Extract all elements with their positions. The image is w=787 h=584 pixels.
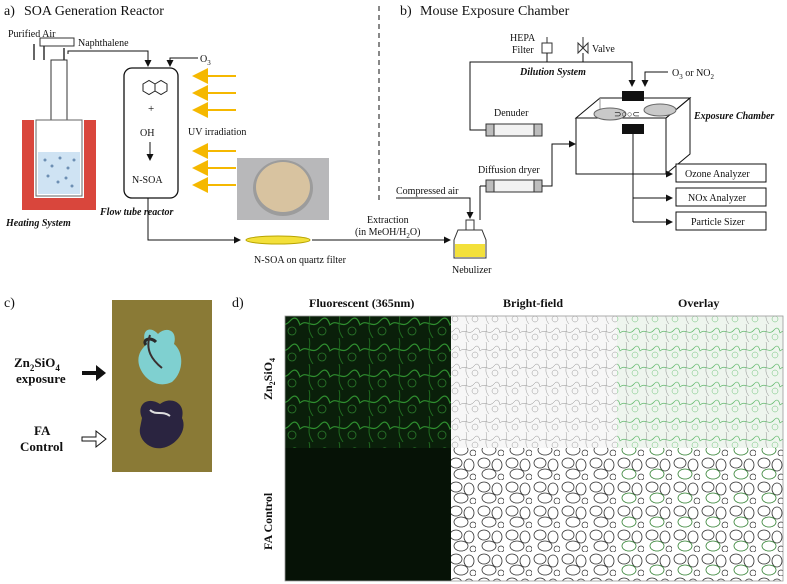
purified-air-label: Purified Air: [8, 29, 56, 40]
panel-a-title: SOA Generation Reactor: [24, 4, 164, 19]
image-fa-brightfield: [451, 448, 617, 581]
mouse-icon-2: [643, 103, 677, 117]
image-fa-fluorescent: [285, 448, 451, 581]
heating-system-label: Heating System: [5, 218, 71, 229]
nox-analyzer-label: NOx Analyzer: [688, 193, 747, 204]
chamber-outlet-bottom: [622, 124, 644, 134]
denuder-label: Denuder: [494, 108, 529, 119]
naphthalene-label: Naphthalene: [78, 38, 129, 49]
column-header-brightfield: Bright-field: [503, 296, 563, 310]
zn-exposure-label-1: Zn2SiO4: [14, 355, 60, 373]
chamber-inlet-top: [622, 91, 644, 101]
image-zn-fluorescent: [285, 316, 451, 448]
panel-d-label: d): [232, 296, 244, 311]
particle-sizer-label: Particle Sizer: [691, 217, 745, 228]
image-zn-brightfield: [451, 316, 617, 448]
nose-ports: ⊃○○⊂: [614, 109, 640, 119]
hepa-label-2: Filter: [512, 45, 534, 56]
quartz-filter-icon: [245, 235, 311, 245]
nebulizer-label: Nebulizer: [452, 265, 492, 276]
diffusion-dryer-label: Diffusion dryer: [478, 165, 540, 176]
dryer-to-chamber-line: [542, 140, 576, 187]
dilution-to-chamber-line: [546, 61, 636, 87]
ozone-analyzer-label: Ozone Analyzer: [685, 169, 750, 180]
compressed-air-line: [396, 197, 474, 219]
naphthalene-molecule-icon: [142, 79, 168, 96]
nox-analyzer-box: [675, 187, 767, 207]
plus-sign: +: [148, 103, 154, 115]
ozone-analyzer-box: [675, 163, 767, 183]
hepa-label-1: HEPA: [510, 33, 536, 44]
panel-c-label: c): [4, 296, 15, 311]
panel-b-title: Mouse Exposure Chamber: [420, 4, 570, 19]
fa-control-label-1: FA: [34, 423, 51, 438]
zn-exposure-label-2: exposure: [16, 371, 66, 386]
row-label-zn: Zn2SiO4: [261, 358, 277, 400]
mouse-lung-photo: [112, 300, 212, 472]
o3-no2-line: [641, 71, 668, 87]
valve-label: Valve: [592, 44, 615, 55]
row-label-fa: FA Control: [261, 492, 275, 550]
oh-label: OH: [140, 128, 154, 139]
filter-label: N-SOA on quartz filter: [254, 255, 347, 266]
valve-icon: [577, 37, 589, 55]
o3-no2-label: O3 or NO2: [672, 68, 715, 81]
denuder-icon: [485, 123, 543, 137]
o3-label: O3: [200, 54, 211, 67]
column-header-fluorescent: Fluorescent (365nm): [309, 296, 414, 310]
filled-arrow-icon: [82, 365, 106, 381]
mouse-icon: [593, 107, 627, 121]
image-grid-border: [284, 315, 784, 582]
reactor-to-filter-line: [147, 198, 241, 244]
flow-tube-label: Flow tube reactor: [99, 207, 173, 218]
particle-sizer-box: [675, 211, 767, 231]
outline-arrow-icon: [81, 429, 107, 449]
nsoa-label: N-SOA: [132, 175, 163, 186]
image-zn-overlay: [617, 316, 783, 448]
exposure-chamber-label: Exposure Chamber: [693, 111, 774, 122]
extraction-label-2: (in MeOH/H2O): [355, 227, 420, 240]
panel-a-label: a): [4, 4, 15, 19]
denuder-to-dilution-line: [469, 61, 546, 131]
panel-b-label: b): [400, 4, 412, 19]
flow-tube-reactor: [123, 67, 179, 199]
diffusion-dryer-icon: [485, 179, 543, 193]
extraction-label-1: Extraction: [367, 215, 409, 226]
image-fa-overlay: [617, 448, 783, 581]
uv-arrows: [192, 68, 236, 193]
heating-system: [22, 37, 96, 210]
column-header-overlay: Overlay: [678, 296, 719, 310]
fa-control-label-2: Control: [20, 439, 63, 454]
nebulizer-icon: [453, 219, 487, 259]
filter-photo: [237, 158, 329, 220]
o3-line: [166, 57, 198, 67]
compressed-air-label: Compressed air: [396, 186, 459, 197]
dilution-label: Dilution System: [519, 67, 586, 78]
hepa-filter-icon: [541, 37, 553, 54]
uv-label: UV irradiation: [188, 127, 246, 138]
naphthalene-line: [67, 50, 152, 67]
